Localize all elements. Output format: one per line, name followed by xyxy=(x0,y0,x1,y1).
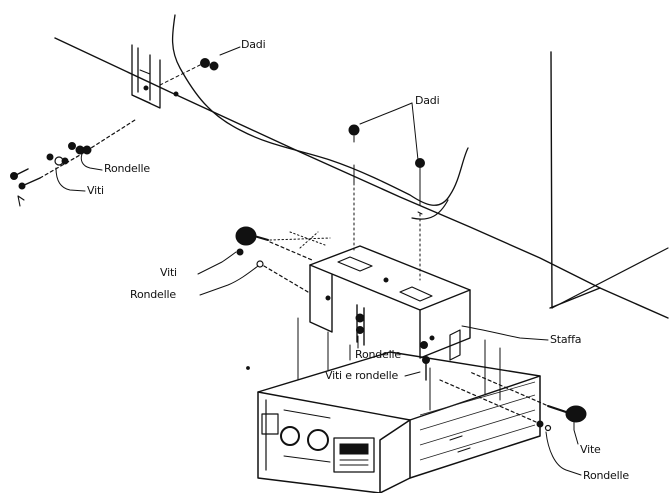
label-rondelle-bracket: Rondelle xyxy=(355,348,401,361)
label-rondelle-middle: Rondelle xyxy=(130,288,176,301)
dashboard-outline xyxy=(54,14,669,319)
label-rondelle-bottom: Rondelle xyxy=(583,469,629,482)
label-viti-middle: Viti xyxy=(160,266,177,279)
staffa-bracket xyxy=(269,231,471,381)
label-rondelle-left: Rondelle xyxy=(104,162,150,175)
middle-left-hardware xyxy=(235,226,313,293)
cb-radio-unit xyxy=(246,317,587,493)
label-staffa: Staffa xyxy=(550,333,582,346)
label-viti-left: Viti xyxy=(87,184,104,197)
callout-leaders xyxy=(55,46,582,476)
label-vite: Vite xyxy=(580,443,601,456)
left-bracket-assembly xyxy=(10,44,219,207)
label-viti-e-rondelle: Viti e rondelle xyxy=(325,369,399,382)
label-dadi-center: Dadi xyxy=(415,94,440,107)
label-dadi-top: Dadi xyxy=(241,38,266,51)
center-nuts xyxy=(348,124,425,281)
